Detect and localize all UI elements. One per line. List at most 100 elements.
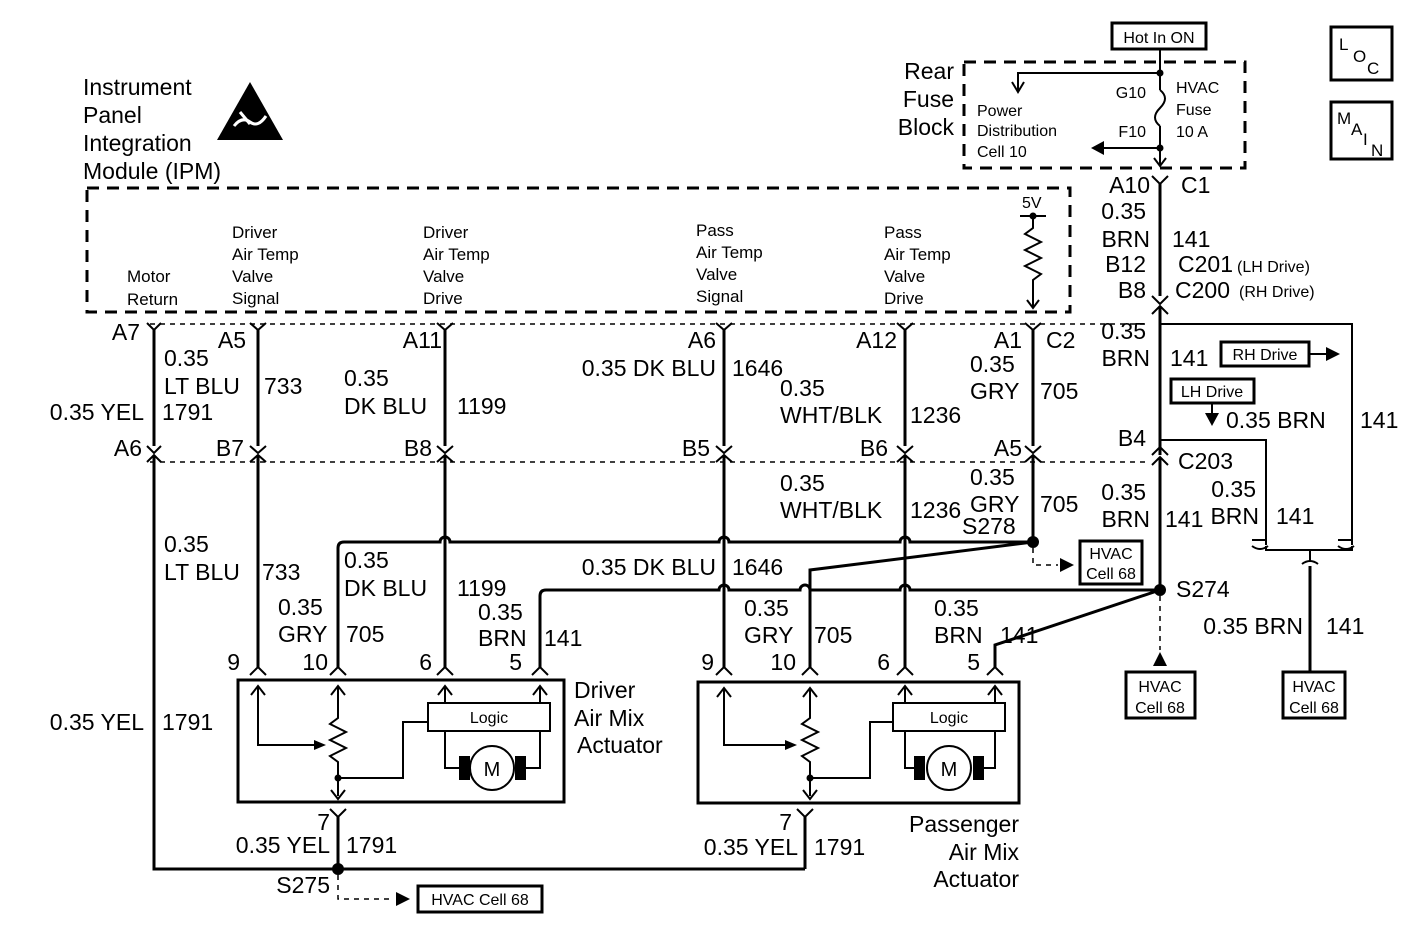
hot-in-on-label: Hot In ON — [1123, 30, 1194, 47]
label-wires-dk_blu_full: 0.35 DK BLU — [582, 355, 716, 381]
label-fuse_block-pdc-2: Cell 10 — [977, 144, 1027, 161]
label-wires-brn_full: 0.35 BRN — [1226, 407, 1326, 433]
label-badges-loc-l: L — [1339, 35, 1348, 54]
label-wires-gry: GRY — [744, 622, 793, 648]
label-wires-dk_blu_code: 1199 — [457, 393, 506, 419]
label-wires-gauge: 0.35 — [1101, 318, 1146, 344]
label-wires-yel: 0.35 YEL — [704, 834, 798, 860]
label-wires-gry: GRY — [970, 491, 1019, 517]
label-wires-gry_code: 705 — [814, 622, 852, 648]
label-wires-yel: 0.35 YEL — [236, 832, 330, 858]
label-ipm-functions-pass_signal-0: Pass — [696, 221, 734, 240]
label-wires-brn: BRN — [1101, 345, 1150, 371]
label-ipm-functions-driver_signal-1: Air Temp — [232, 245, 299, 264]
label-ipm-functions-motor_return-0: Motor — [127, 267, 171, 286]
label-wires-brn_code: 141 — [1276, 503, 1314, 529]
label-fuse_block-fuse-2: 10 A — [1176, 124, 1208, 141]
splice-s274 — [538, 583, 1167, 667]
label-wires-brn: BRN — [1101, 226, 1150, 252]
label-ipm-functions-driver_drive-1: Air Temp — [423, 245, 490, 264]
label-actuators-motor: M — [941, 759, 958, 781]
label-actuators-driver-pins-3: 5 — [509, 649, 522, 675]
label-wires-gry: GRY — [970, 378, 1019, 404]
label-wires-yel: 0.35 YEL — [50, 399, 144, 425]
rear-fuse-block-box — [962, 60, 1247, 170]
label-fuse_block-f10: F10 — [1118, 124, 1146, 141]
driver-logic-label: Logic — [470, 710, 508, 727]
label-actuators-driver-title-2: Actuator — [577, 732, 663, 758]
wire-labels: A7 A5 A11 A6 A12 A1 C2 0.35 LT BLU 733 0… — [50, 319, 1230, 898]
label-wires-gauge: 0.35 — [934, 595, 979, 621]
label-wires-wht_blk_code: 1236 — [910, 402, 961, 428]
label-actuators-passenger-pins-1: 10 — [770, 649, 796, 675]
label-actuators-driver-pins-2: 6 — [419, 649, 432, 675]
label-refs-cell68: Cell 68 — [1086, 566, 1136, 583]
label-wires-yel_code: 1791 — [814, 834, 865, 860]
label-wires-brn: BRN — [1101, 506, 1150, 532]
label-connectors-b7: B7 — [216, 435, 244, 461]
label-wires-gry_code: 705 — [1040, 491, 1078, 517]
branch-labels: 0.35 BRN 141 0.35 BRN 141 0.35 BRN 141 — [1203, 407, 1398, 639]
rh-drive-badge — [1219, 340, 1311, 368]
driver-logic-box — [427, 702, 551, 732]
label-wires-gauge: 0.35 — [744, 595, 789, 621]
label-refs-hvac_cell68: HVAC Cell 68 — [431, 892, 529, 909]
label-wires-lt_blu_code: 733 — [262, 559, 300, 585]
label-ipm-functions-pass_signal-2: Valve — [696, 265, 737, 284]
label-wires-dk_blu_code: 1199 — [457, 575, 506, 601]
label-wires-wht_blk_code: 1236 — [910, 497, 961, 523]
label-fuse_block-fuse-1: Fuse — [1176, 102, 1212, 119]
label-actuators-driver-title-0: Driver — [574, 677, 636, 703]
label-wires-dk_blu_full: 0.35 DK BLU — [582, 554, 716, 580]
label-wires-gauge: 0.35 — [970, 351, 1015, 377]
label-fuse_block-pdc-0: Power — [977, 103, 1023, 120]
label-wires-yel_code: 1791 — [162, 399, 213, 425]
label-wires-gauge: 0.35 — [780, 375, 825, 401]
label-wires-dk_blu: DK BLU — [344, 393, 427, 419]
label-wires-gauge: 0.35 — [344, 365, 389, 391]
feed-labels: A10 C1 0.35 BRN 141 B12 C201 B8 C200 0.3… — [1101, 172, 1233, 532]
hvac-fuse — [1011, 49, 1167, 168]
label-ipm-functions-driver_signal-2: Valve — [232, 267, 273, 286]
label-actuators-passenger-pins-3: 5 — [967, 649, 980, 675]
drive-branches — [1160, 323, 1355, 672]
label-actuators-passenger-pins-4: 7 — [779, 809, 792, 835]
ipm-title-line4: Module (IPM) — [83, 158, 221, 184]
label-ipm-pins_c2-a12: A12 — [856, 327, 897, 353]
label-wires-gauge: 0.35 — [164, 531, 209, 557]
label-refs-cell68: Cell 68 — [1135, 700, 1185, 717]
lh-drive-label: LH Drive — [1181, 384, 1243, 401]
label-ipm-pins_c2-a11: A11 — [403, 327, 442, 353]
passenger-logic-box — [892, 702, 1006, 732]
ipm-title-line3: Integration — [83, 130, 192, 156]
label-ipm-functions-pass_signal-3: Signal — [696, 287, 743, 306]
label-fuse_block-pdc-1: Distribution — [977, 123, 1057, 140]
label-actuators-passenger-pins-0: 9 — [701, 649, 714, 675]
label-wires-dk_blu_code2: 1646 — [732, 554, 783, 580]
label-actuators-passenger-title-2: Actuator — [933, 866, 1019, 892]
label-ipm-pins_c2-a6: A6 — [688, 327, 716, 353]
ipm-pullup-resistor: 5V — [1020, 195, 1046, 310]
label-wires-gauge: 0.35 — [1211, 476, 1256, 502]
label-fuse_block-title-0: Rear — [904, 58, 954, 84]
driver-air-mix-actuator: Logic M 9 10 6 5 7 Driver Air Mix Actuat… — [227, 649, 663, 835]
label-wires-brn_code: 141 — [1360, 407, 1398, 433]
rear-fuse-block-title: Rear Fuse Block — [898, 58, 955, 140]
brn-141-feed — [1151, 175, 1169, 590]
label-refs-hvac: HVAC — [1089, 546, 1132, 563]
ipm-title: Instrument Panel Integration Module (IPM… — [83, 74, 221, 184]
label-ipm-functions-driver_drive-0: Driver — [423, 223, 469, 242]
label-badges-loc-c: C — [1367, 59, 1379, 78]
hvac-cell68-ref-right — [1281, 670, 1347, 720]
lh-drive-note: (LH Drive) — [1237, 259, 1310, 276]
label-connectors-c200: C200 — [1175, 277, 1230, 303]
label-wires-brn: BRN — [1210, 503, 1259, 529]
passenger-air-mix-actuator: Logic M 9 10 6 5 7 Passenger Air Mix Act… — [696, 649, 1021, 892]
ipm-module-box — [85, 186, 1072, 314]
label-ipm-functions-pass_signal-1: Air Temp — [696, 243, 763, 262]
label-actuators-driver-pins-1: 10 — [302, 649, 328, 675]
label-actuators-driver-title-1: Air Mix — [574, 705, 645, 731]
label-ipm-pins_c2-a1: A1 — [994, 327, 1022, 353]
loc-badge: L O C — [1329, 25, 1394, 82]
